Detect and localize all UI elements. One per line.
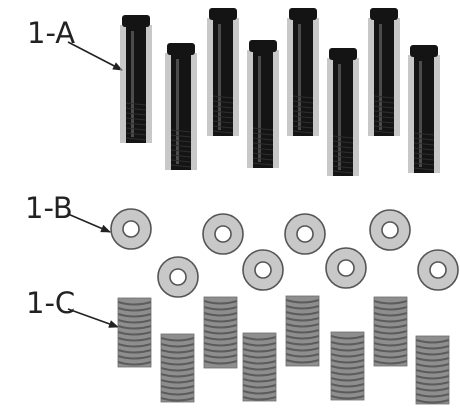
- spring: [118, 298, 151, 367]
- bolt: [327, 48, 359, 176]
- bolt: [287, 8, 319, 136]
- spring: [204, 297, 237, 368]
- spring: [286, 296, 319, 366]
- label-1c: 1-C: [26, 286, 75, 320]
- bolt: [247, 40, 279, 168]
- leader-arrow-1c: [68, 309, 118, 327]
- bolt: [207, 8, 239, 136]
- bolt: [408, 45, 440, 173]
- washer-group: [111, 209, 458, 297]
- washer: [326, 248, 366, 288]
- bolt-group: [120, 8, 440, 176]
- spring: [374, 297, 407, 366]
- washer: [285, 214, 325, 254]
- washer: [111, 209, 151, 249]
- leader-arrow-1a: [68, 42, 122, 70]
- label-1b: 1-B: [25, 191, 73, 225]
- bolt: [368, 8, 400, 136]
- label-1a: 1-A: [27, 16, 75, 50]
- washer: [370, 210, 410, 250]
- spring-group: [118, 296, 449, 404]
- leader-arrow-1b: [68, 214, 110, 232]
- washer: [203, 214, 243, 254]
- washer: [243, 250, 283, 290]
- bolt: [165, 43, 197, 170]
- bolt: [120, 15, 152, 143]
- spring: [243, 333, 276, 401]
- spring: [416, 336, 449, 404]
- spring: [331, 332, 364, 400]
- washer: [418, 250, 458, 290]
- washer: [158, 257, 198, 297]
- spring: [161, 334, 194, 402]
